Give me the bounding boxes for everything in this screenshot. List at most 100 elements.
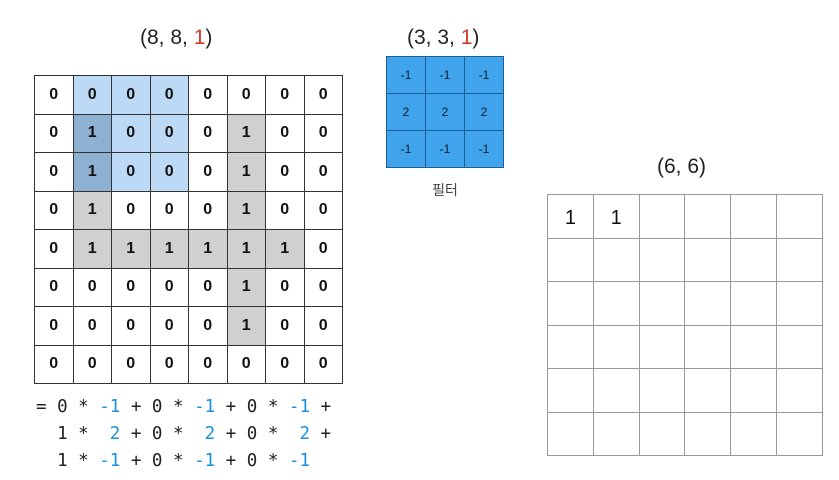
- input-cell: 0: [266, 307, 305, 346]
- equation-term: + 0 *: [120, 397, 195, 417]
- output-cell: [685, 195, 732, 239]
- input-cell: 0: [304, 345, 343, 384]
- output-cell: [776, 282, 823, 326]
- input-cell: 0: [189, 76, 228, 115]
- output-shape-title: (6, 6): [657, 155, 707, 178]
- equation-filter-weight: -1: [99, 451, 121, 471]
- output-cell: [685, 238, 732, 282]
- input-cell: 0: [266, 153, 305, 192]
- input-cell: 0: [112, 114, 151, 153]
- output-cell: [776, 238, 823, 282]
- input-cell: 1: [73, 191, 112, 230]
- input-cell: 0: [304, 153, 343, 192]
- output-cell: [548, 282, 594, 326]
- filter-cell: 2: [387, 94, 426, 131]
- equation-term: + 0 *: [120, 424, 205, 444]
- input-cell: 0: [189, 307, 228, 346]
- equation-term: 1 *: [36, 424, 110, 444]
- input-cell: 0: [266, 76, 305, 115]
- equation-filter-weight: -1: [194, 397, 216, 417]
- filter-shape-title-prefix: (3, 3,: [407, 26, 461, 49]
- convolution-equation: = 0 * -1 + 0 * -1 + 0 * -1 + 1 * 2 + 0 *…: [36, 394, 331, 475]
- input-cell: 0: [73, 76, 112, 115]
- equation-term: + 0 *: [215, 424, 300, 444]
- filter-shape-title-suffix: ): [472, 26, 480, 49]
- output-cell: 1: [548, 195, 594, 239]
- equation-term: 1 *: [36, 451, 100, 471]
- input-cell: 1: [227, 307, 266, 346]
- input-cell: 0: [150, 307, 189, 346]
- equation-filter-weight: -1: [288, 451, 310, 471]
- output-cell: [639, 412, 686, 456]
- filter-shape-title: (3, 3, 1): [407, 26, 479, 50]
- input-cell: 0: [227, 76, 266, 115]
- output-cell: [776, 369, 823, 413]
- input-cell: 0: [150, 191, 189, 230]
- output-cell: [639, 325, 686, 369]
- input-cell: 0: [73, 345, 112, 384]
- input-cell: 0: [266, 191, 305, 230]
- filter-cell: -1: [426, 57, 465, 94]
- input-cell: 1: [73, 114, 112, 153]
- input-cell: 0: [304, 268, 343, 307]
- output-cell: [639, 369, 686, 413]
- input-cell: 0: [35, 345, 74, 384]
- input-cell: 0: [304, 307, 343, 346]
- filter-cell: -1: [465, 131, 504, 168]
- input-cell: 1: [150, 230, 189, 269]
- input-cell: 0: [189, 345, 228, 384]
- output-cell: [548, 369, 594, 413]
- output-cell: 1: [593, 195, 640, 239]
- output-cell: [593, 369, 640, 413]
- input-cell: 0: [150, 345, 189, 384]
- input-cell: 0: [73, 307, 112, 346]
- output-cell: [593, 412, 640, 456]
- filter-cell: -1: [426, 131, 465, 168]
- input-cell: 0: [35, 76, 74, 115]
- equation-filter-weight: 2: [109, 424, 121, 444]
- filter-cell: 2: [465, 94, 504, 131]
- output-cell: [639, 282, 686, 326]
- input-cell: 0: [112, 76, 151, 115]
- equation-line: 1 * 2 + 0 * 2 + 0 * 2 +: [36, 421, 331, 448]
- input-cell: 1: [73, 153, 112, 192]
- equation-filter-weight: -1: [194, 451, 216, 471]
- input-shape-title-prefix: (8, 8,: [140, 26, 194, 49]
- output-cell: [685, 325, 732, 369]
- input-cell: 0: [73, 268, 112, 307]
- equation-filter-weight: 2: [299, 424, 310, 444]
- filter-label: 필터: [432, 183, 458, 199]
- input-cell: 1: [227, 230, 266, 269]
- output-cell: [639, 238, 686, 282]
- input-cell: 0: [112, 191, 151, 230]
- filter-cell: -1: [387, 57, 426, 94]
- equation-term: + 0 *: [215, 397, 289, 417]
- equation-term: + 0 *: [215, 451, 289, 471]
- input-cell: 0: [112, 307, 151, 346]
- output-cell: [685, 412, 732, 456]
- input-cell: 0: [150, 268, 189, 307]
- input-cell: 0: [266, 114, 305, 153]
- equation-term: = 0 *: [36, 397, 100, 417]
- input-cell: 0: [227, 345, 266, 384]
- input-cell: 0: [304, 230, 343, 269]
- input-cell: 0: [35, 230, 74, 269]
- input-cell: 0: [35, 191, 74, 230]
- input-cell: 0: [189, 191, 228, 230]
- output-cell: [731, 325, 777, 369]
- output-cell: [593, 282, 640, 326]
- equation-term: +: [309, 397, 332, 417]
- input-cell: 0: [304, 114, 343, 153]
- filter-cell: -1: [465, 57, 504, 94]
- output-cell: [776, 195, 823, 239]
- input-cell: 0: [304, 191, 343, 230]
- input-cell: 0: [35, 114, 74, 153]
- output-cell: [639, 195, 686, 239]
- input-cell: 0: [150, 76, 189, 115]
- input-cell: 0: [150, 114, 189, 153]
- input-cell: 0: [35, 307, 74, 346]
- output-cell: [685, 282, 732, 326]
- filter-cell: 2: [426, 94, 465, 131]
